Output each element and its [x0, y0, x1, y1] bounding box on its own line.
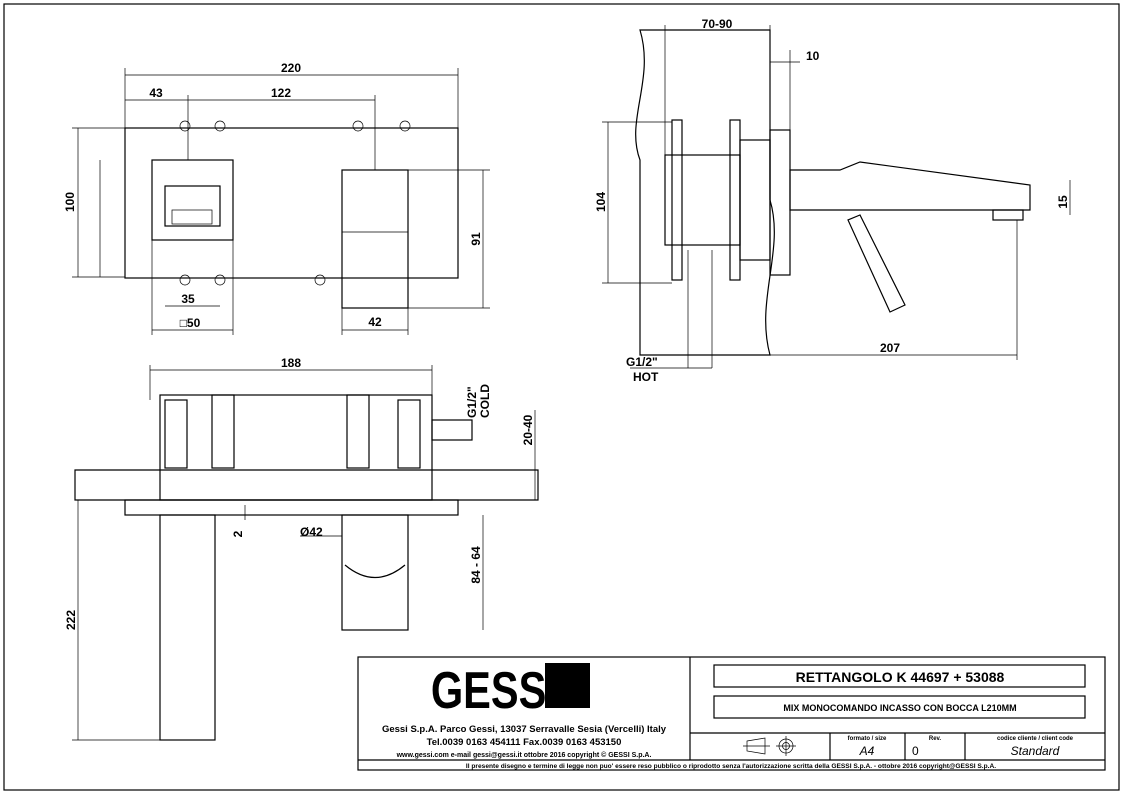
wall-plate [124, 127, 459, 279]
drawing-line [179, 120, 191, 132]
hot-inlet-size: G1/2" [626, 355, 658, 369]
box-body [159, 394, 433, 501]
dim-43: 43 [149, 86, 163, 100]
drawing-line [211, 394, 235, 469]
drawing-line [713, 695, 1086, 719]
handle-top [341, 514, 409, 631]
client-code-label: codice cliente / client code [997, 736, 1074, 742]
format-label: formato / size [848, 736, 887, 742]
hot-label: HOT [633, 370, 659, 384]
sheet-border [3, 3, 1120, 791]
dim-50: □50 [180, 316, 201, 330]
drawing-line [171, 209, 213, 225]
drawing-line [346, 394, 370, 469]
dim-70-90: 70-90 [702, 17, 733, 31]
dim-104: 104 [594, 192, 608, 212]
drawing-line [164, 185, 221, 227]
spout-side [789, 161, 1031, 211]
drawing-line [214, 274, 226, 286]
drawing-line [164, 399, 188, 469]
drawing-line [746, 737, 766, 755]
wall-hatch [74, 469, 539, 501]
dim-35: 35 [181, 292, 195, 306]
wall-section [635, 29, 775, 356]
title-block: GESSI Gessi S.p.A. Parco Gessi, 13037 Se… [357, 656, 1106, 771]
spout-top [159, 514, 216, 741]
gessi-logo: GESSI [431, 661, 558, 720]
cold-inlet-size: G1/2" [465, 386, 479, 418]
rev-value: 0 [912, 744, 919, 758]
drawing-line [671, 119, 683, 281]
drawing-line [713, 664, 1086, 688]
valve-body [664, 154, 741, 246]
dim-84-64: 84 - 64 [469, 546, 483, 584]
drawing-line [729, 119, 741, 281]
company-address: Gessi S.p.A. Parco Gessi, 13037 Serraval… [382, 724, 667, 735]
front-view: 220 43 122 100 91 35 □50 42 [63, 61, 490, 335]
dim-2: 2 [231, 530, 245, 537]
dim-222: 222 [64, 610, 78, 630]
dim-20-40: 20-40 [521, 414, 535, 445]
side-view: 70-90 10 104 15 207 G1/2" HOT [594, 17, 1071, 384]
format-value: A4 [859, 744, 875, 758]
projection-symbol-icon [743, 736, 796, 756]
drawing-line [179, 274, 191, 286]
dim-188: 188 [281, 356, 301, 370]
dim-207: 207 [880, 341, 900, 355]
client-code-value: Standard [1011, 744, 1060, 758]
drawing-line [357, 656, 1106, 771]
dim-15: 15 [1056, 195, 1070, 209]
plate-top [124, 499, 459, 516]
dim-91: 91 [469, 232, 483, 246]
drawing-line [397, 399, 421, 469]
company-contact: Tel.0039 0163 454111 Fax.0039 0163 45315… [427, 737, 622, 748]
drawing-line [214, 120, 226, 132]
drawing-line [352, 120, 364, 132]
dim-42: 42 [368, 315, 382, 329]
drawing-line [431, 419, 473, 441]
drawing-line [344, 564, 406, 578]
company-web: www.gessi.com e-mail gessi@gessi.it otto… [396, 751, 652, 759]
drawing-line [399, 120, 411, 132]
dim-122: 122 [271, 86, 291, 100]
product-title: RETTANGOLO K 44697 + 53088 [796, 669, 1005, 685]
drawing-line [992, 209, 1024, 221]
handle-square [151, 159, 234, 241]
cold-label: COLD [478, 384, 492, 418]
rev-label: Rev. [929, 736, 942, 742]
drawing-line [739, 139, 771, 261]
logo-square [545, 663, 590, 708]
dim-diameter-42: Ø42 [300, 525, 323, 539]
dim-10: 10 [806, 49, 820, 63]
dim-220: 220 [281, 61, 301, 75]
drawing-line [314, 274, 326, 286]
dim-100: 100 [63, 192, 77, 212]
spout-front [341, 169, 409, 309]
product-description: MIX MONOCOMANDO INCASSO CON BOCCA L210MM [783, 703, 1016, 713]
top-view: 188 G1/2" COLD 20-40 2 Ø42 84 - 64 222 [64, 356, 539, 741]
disclaimer: Il presente disegno e termine di legge n… [466, 763, 996, 770]
lever [847, 214, 906, 313]
